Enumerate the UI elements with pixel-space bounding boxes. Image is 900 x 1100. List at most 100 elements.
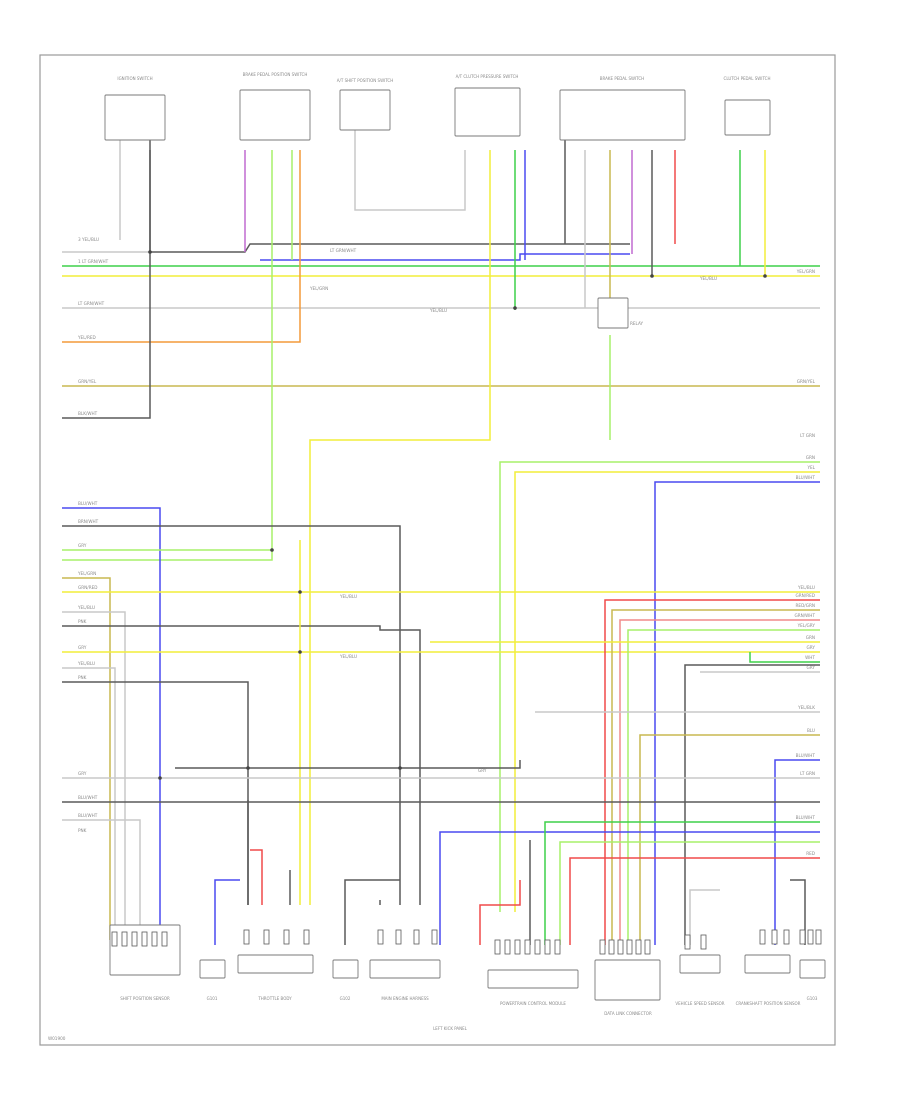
wire-r-grn-wht [627, 629, 820, 945]
splice-dot [246, 766, 250, 770]
top-component-label: CLUTCH PEDAL SWITCH [724, 76, 771, 81]
right-wire-label: GRY [807, 645, 816, 650]
g103-pin [799, 929, 806, 945]
ckp-pin [759, 929, 766, 945]
mid-wire-label: YEL/BLU [429, 308, 447, 313]
top-component-label: IGNITION SWITCH [117, 76, 152, 81]
right-wire-label: RED/GRN [796, 603, 815, 608]
wire-gry-l2 [62, 681, 249, 905]
pcm-pin [554, 939, 561, 955]
diagram-frame [39, 54, 836, 1046]
clutch-pressure-switch-box [454, 87, 521, 137]
left-wire-label: GRY [78, 771, 87, 776]
shift-position-sensor-pin [141, 931, 148, 947]
splice-dot [298, 650, 302, 654]
right-wire-label: YEL/BLK [797, 705, 815, 710]
wire-r-grn2 [749, 652, 820, 663]
bottom-component-label: VEHICLE SPEED SENSOR [675, 1001, 724, 1006]
throttle-body-pin [303, 929, 310, 945]
wire-r-red-grn2 [619, 619, 820, 945]
shift-position-sensor-pin [121, 931, 128, 947]
right-wire-label: GRN/YEL [797, 379, 816, 384]
left-wire-label: BLU/WHT [78, 795, 98, 800]
right-wire-label: YEL/GRN [796, 269, 815, 274]
pcm-pin [524, 939, 531, 955]
ckp-block [744, 954, 791, 974]
wire-atsp-1 [354, 120, 466, 211]
left-wire-label: YEL/GRN [77, 571, 96, 576]
splice-dot [158, 776, 162, 780]
relay-box [597, 297, 629, 329]
throttle-body-block [237, 954, 314, 974]
main-engine-harness-pin [431, 929, 438, 945]
ckp-pin [771, 929, 778, 945]
right-wire-label: YEL [806, 465, 815, 470]
mid-wire-label: GRY [478, 768, 487, 773]
bottom-component-label: CRANKSHAFT POSITION SENSOR [736, 1001, 801, 1006]
left-wire-label: PNK [78, 675, 87, 680]
wire-r-blu-wht3 [559, 841, 820, 945]
wire-r-lt-grn [544, 821, 820, 945]
bottom-component-label: DATA LINK CONNECTOR [604, 1011, 652, 1016]
right-wire-label: LT GRN [800, 433, 815, 438]
right-wire-label: GRN [806, 455, 815, 460]
throttle-body-pin [263, 929, 270, 945]
wire-r-red-grn [604, 599, 820, 945]
shift-position-sensor-pin [111, 931, 118, 947]
splice-dot [650, 274, 654, 278]
brake-pedal-position-switch-box [239, 89, 311, 141]
throttle-body-pin [243, 929, 250, 945]
left-wire-label: GRY [78, 645, 87, 650]
wire-mid-bus [175, 760, 521, 769]
wire-r-blu-wht [654, 481, 820, 945]
wire-g103 [790, 879, 806, 945]
bottom-component-label: MAIN ENGINE HARNESS [381, 996, 429, 1001]
top-component-label: A/T SHIFT POSITION SWITCH [337, 78, 393, 83]
wire-pcm-red [479, 880, 521, 945]
wire-r-blu-wht2 [439, 831, 820, 945]
left-wire-label: 1 LT GRN/WHT [78, 259, 109, 264]
wire-r-grn [499, 461, 820, 912]
vss-block [679, 954, 721, 974]
right-wire-label: GRN/RED [796, 593, 815, 598]
dlc-pin [644, 939, 651, 955]
top-component-label: BRAKE PEDAL POSITION SWITCH [243, 72, 308, 77]
wire-g102 [344, 879, 400, 945]
clutch-pedal-switch-box [724, 99, 771, 136]
g103-pin [815, 929, 822, 945]
wire-blk-wht [62, 150, 151, 419]
g103-ground [799, 959, 826, 979]
component-group [104, 87, 826, 1001]
wire-top-blue [260, 253, 630, 261]
wire-group [62, 110, 820, 945]
bottom-component-label: LEFT KICK PANEL [433, 1026, 468, 1031]
left-wire-label: BLU/WHT [78, 813, 98, 818]
wire-g101 [214, 879, 240, 945]
g101-ground [199, 959, 226, 979]
pcm-pin [504, 939, 511, 955]
right-wire-label: RED [806, 851, 815, 856]
ignition-switch-box [104, 94, 166, 141]
right-wire-label: BLU/WHT [796, 753, 816, 758]
wire-atcp-yel [309, 150, 491, 905]
vss-pin [684, 934, 691, 950]
mid-wire-label: RELAY [630, 321, 644, 326]
wire-brn-wht [62, 525, 401, 905]
splice-dot [298, 590, 302, 594]
mid-wire-label: YEL/GRN [309, 286, 328, 291]
left-wire-label: BLU/WHT [78, 501, 98, 506]
pcm-block [487, 969, 579, 989]
wire-tb-red [250, 849, 263, 905]
wire-r-blu [774, 759, 820, 945]
right-wire-label: BLU/WHT [796, 815, 816, 820]
wire-r-gry [684, 664, 820, 945]
shift-position-sensor-pin [161, 931, 168, 947]
bottom-component-label: SHIFT POSITION SENSOR [120, 996, 170, 1001]
g103-pin [807, 929, 814, 945]
bottom-component-label: G103 [807, 996, 818, 1001]
wire-ckp-1 [689, 889, 720, 945]
bottom-component-label: G101 [207, 996, 218, 1001]
vss-pin [700, 934, 707, 950]
left-wire-label: 3 YEL/BLU [78, 237, 99, 242]
main-engine-harness-pin [377, 929, 384, 945]
